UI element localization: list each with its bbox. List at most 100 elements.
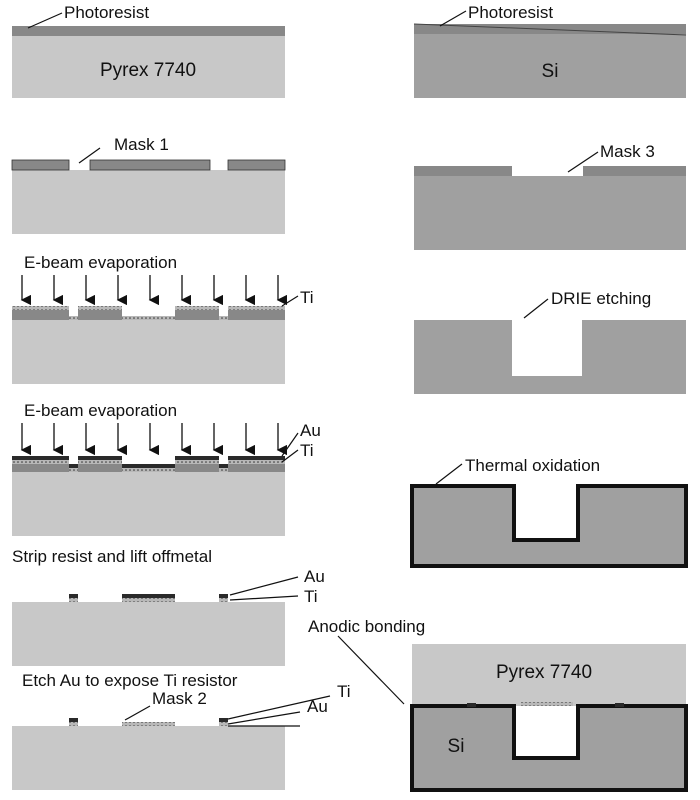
leader-line <box>281 432 299 457</box>
pyrex-substrate <box>12 472 285 536</box>
ti-film <box>219 468 228 472</box>
leader-line <box>229 576 299 596</box>
right-step-4-thermal-oxidation: Thermal oxidation <box>410 456 688 568</box>
leader-line <box>435 463 463 485</box>
ti-label: Ti <box>300 441 314 460</box>
resist-segment <box>89 159 211 171</box>
ti-pad <box>219 722 228 726</box>
pyrex-substrate <box>12 170 285 234</box>
photoresist-label: Photoresist <box>468 3 553 22</box>
ti-label: Ti <box>300 288 314 307</box>
au-film <box>69 464 78 468</box>
evaporation-arrows <box>20 275 288 306</box>
leader-line <box>523 298 549 319</box>
ti-label: Ti <box>337 682 351 701</box>
au-film <box>78 456 122 460</box>
resist-segment <box>227 159 286 171</box>
ti-pad <box>69 722 78 726</box>
drie-label: DRIE etching <box>551 289 651 308</box>
right-step-3-drie: DRIE etching <box>414 289 686 394</box>
si-substrate <box>414 176 686 250</box>
au-pad <box>122 594 175 598</box>
bonded-si <box>410 704 688 792</box>
leader-line <box>227 711 301 725</box>
left-step-1-photoresist: Photoresist Pyrex 7740 <box>12 3 285 98</box>
ti-film <box>175 306 219 310</box>
au-film <box>122 464 175 468</box>
ti-film <box>175 460 219 464</box>
mask3-label: Mask 3 <box>600 142 655 161</box>
ti-film <box>12 460 69 464</box>
mask2-label: Mask 2 <box>152 689 207 708</box>
ti-resistor <box>122 722 175 726</box>
ti-film <box>122 316 175 320</box>
ti-label: Ti <box>304 587 318 606</box>
pyrex-label: Pyrex 7740 <box>100 60 196 81</box>
leader-line <box>337 635 405 705</box>
thermal-label: Thermal oxidation <box>465 456 600 475</box>
photoresist-label: Photoresist <box>64 3 149 22</box>
resist-segment <box>78 464 122 472</box>
ti-pad <box>69 598 78 602</box>
bond-pad <box>467 703 476 707</box>
resist-segment <box>175 310 219 320</box>
mask1-label: Mask 1 <box>114 135 169 154</box>
au-film <box>219 464 228 468</box>
right-step-2-mask3: Mask 3 <box>414 142 686 250</box>
resist-segment <box>175 464 219 472</box>
pyrex-substrate <box>12 726 285 790</box>
leader-line <box>229 595 299 601</box>
left-step-6-etch-au: Etch Au to expose Ti resistor Mask 2 Ti … <box>12 671 351 790</box>
right-step-5-anodic-bonding: Anodic bonding Pyrex 7740 Si <box>308 617 688 792</box>
evaporation-arrows <box>20 423 288 456</box>
leader-line <box>567 151 599 173</box>
ti-pad <box>122 598 175 602</box>
ti-pad <box>219 598 228 602</box>
resist-edge <box>413 23 687 36</box>
resist-segment <box>11 159 70 171</box>
left-step-5-strip-resist: Strip resist and lift offmetal Au Ti <box>12 547 325 666</box>
resist-segment <box>583 166 686 176</box>
pyrex-substrate <box>12 320 285 384</box>
au-pad <box>219 718 228 722</box>
leader-line <box>78 147 101 164</box>
resist-segment <box>12 310 69 320</box>
au-label: Au <box>304 567 325 586</box>
resist-segment <box>228 464 285 472</box>
ti-film <box>122 468 175 472</box>
leader-line <box>124 705 151 721</box>
ti-film <box>228 306 285 310</box>
etch-label: Etch Au to expose Ti resistor <box>22 671 238 690</box>
si-label: Si <box>542 61 559 82</box>
pyrex-label: Pyrex 7740 <box>496 662 592 683</box>
ti-film <box>69 316 78 320</box>
ti-film <box>219 316 228 320</box>
au-film <box>175 456 219 460</box>
anodic-label: Anodic bonding <box>308 617 425 636</box>
au-film <box>228 456 285 460</box>
au-film <box>12 456 69 460</box>
oxidized-si <box>410 484 688 568</box>
pyrex-substrate <box>12 36 285 98</box>
au-pad <box>69 594 78 598</box>
pyrex-wafer <box>412 644 686 706</box>
au-pad <box>219 594 228 598</box>
leader-line <box>227 695 331 720</box>
leader-line <box>439 10 467 27</box>
resist-segment <box>228 310 285 320</box>
ti-film <box>69 468 78 472</box>
pyrex-substrate <box>12 602 285 666</box>
ti-film <box>12 306 69 310</box>
ti-film <box>78 460 122 464</box>
bond-pad <box>615 703 624 707</box>
right-step-1-photoresist: Photoresist Si <box>413 3 687 98</box>
leader-line <box>281 295 299 307</box>
au-label: Au <box>307 697 328 716</box>
resist-segment <box>12 464 69 472</box>
strip-label: Strip resist and lift offmetal <box>12 547 212 566</box>
si-label: Si <box>448 736 465 757</box>
photoresist-layer <box>12 26 285 36</box>
left-step-4-ebeam-au: E-beam evaporation <box>12 401 321 536</box>
au-label: Au <box>300 421 321 440</box>
